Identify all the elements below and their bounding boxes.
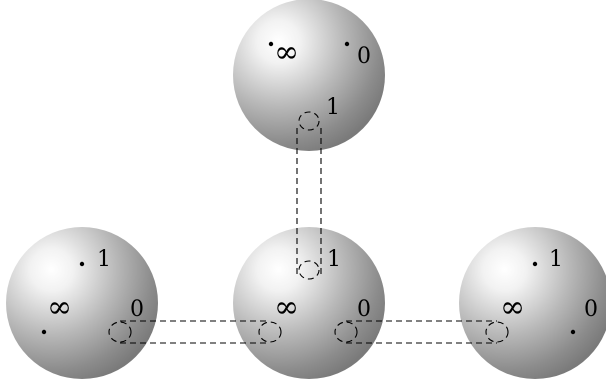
left-point-one: [79, 261, 85, 267]
right-label-one: 1: [549, 247, 563, 272]
left-label-one: 1: [97, 247, 111, 272]
center-label-one: 1: [327, 247, 341, 272]
right-sphere: [459, 227, 606, 379]
center-sphere: [233, 227, 385, 379]
left-point-infinity: [41, 329, 47, 335]
center-label-zero: 0: [357, 297, 371, 322]
right-connection: [334, 320, 509, 344]
marked-points: [41, 41, 576, 335]
right-label-infinity: ∞: [500, 290, 525, 325]
top-label-infinity: ∞: [274, 35, 299, 70]
right-point-zero: [570, 329, 576, 335]
top-point-infinity: [268, 41, 274, 47]
left-label-zero: 0: [130, 297, 144, 322]
left-connection: [108, 320, 282, 344]
vertical-connection: [296, 111, 322, 280]
top-label-one: 1: [326, 95, 340, 120]
top-point-zero: [344, 41, 350, 47]
left-sphere: [6, 227, 158, 379]
left-label-infinity: ∞: [47, 290, 72, 325]
right-point-one: [532, 261, 538, 267]
right-label-zero: 0: [584, 297, 598, 322]
center-label-infinity: ∞: [274, 290, 299, 325]
top-label-zero: 0: [357, 44, 371, 69]
top-sphere: [233, 0, 385, 151]
